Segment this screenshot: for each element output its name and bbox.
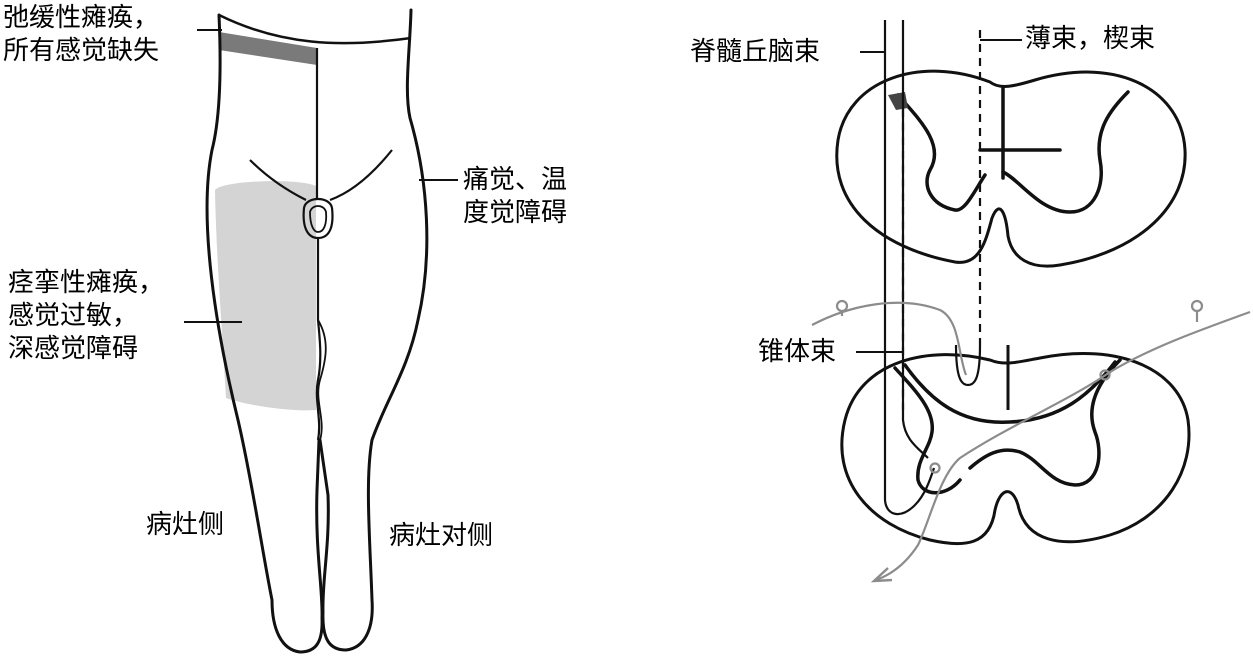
midline bbox=[315, 48, 322, 441]
right-leg-outline bbox=[318, 8, 429, 652]
label-flaccid-paralysis: 弛缓性瘫痪， 所有感觉缺失 bbox=[3, 2, 159, 68]
right-ganglion bbox=[1190, 299, 1204, 313]
label-spastic-line-3: 深感觉障碍 bbox=[8, 334, 139, 364]
upper-gray-matter-left bbox=[896, 93, 987, 212]
afferent-fibers bbox=[811, 299, 1251, 583]
groin-crease-left bbox=[249, 159, 307, 201]
label-pain-line-1: 痛觉、温 bbox=[463, 165, 568, 195]
waist-band bbox=[219, 32, 317, 65]
upper-cord-outline bbox=[835, 69, 1187, 268]
lesion-side-shading bbox=[215, 181, 316, 411]
tracts bbox=[883, 20, 982, 516]
inner-thigh-split bbox=[317, 319, 327, 441]
lower-gray-matter-right bbox=[968, 358, 1122, 487]
cord-leader-lines bbox=[856, 39, 1022, 353]
fiber-arrowhead bbox=[870, 567, 893, 583]
label-gracile-cuneate: 薄束，楔束 bbox=[1025, 24, 1156, 54]
dorsal-column-loop bbox=[954, 344, 982, 387]
label-pain-line-2: 度觉障碍 bbox=[463, 198, 568, 228]
legs-illustration bbox=[205, 8, 429, 654]
upper-gray-commissure bbox=[978, 86, 1062, 180]
label-spinothalamic-tract: 脊髓丘脑束 bbox=[690, 37, 821, 67]
label-pyramidal-tract: 锥体束 bbox=[758, 337, 837, 367]
label-spastic-paralysis: 痉挛性瘫痪， 感觉过敏， 深感觉障碍 bbox=[8, 267, 164, 366]
label-spastic-line-2: 感觉过敏， bbox=[8, 301, 139, 331]
lower-dorsal-horns bbox=[903, 360, 1117, 424]
genital-outline bbox=[302, 197, 334, 240]
left-ganglion bbox=[835, 299, 849, 313]
lower-gray-matter-left bbox=[893, 366, 962, 495]
cord-synapse-right bbox=[1099, 369, 1111, 381]
label-flaccid-line-1: 弛缓性瘫痪， bbox=[3, 3, 160, 33]
spinothalamic-tract-inner bbox=[901, 20, 929, 459]
leg-leader-lines bbox=[184, 29, 458, 323]
cord-synapse-left bbox=[929, 462, 941, 474]
lower-cord-outline bbox=[840, 352, 1191, 546]
right-afferent-fiber bbox=[875, 310, 1251, 582]
label-lesion-side: 病灶侧 bbox=[146, 510, 225, 540]
cord-lower-section bbox=[840, 345, 1191, 546]
label-opposite-side: 病灶对侧 bbox=[389, 521, 494, 551]
upper-gray-matter-right bbox=[1001, 90, 1130, 214]
genital-inner bbox=[309, 205, 328, 233]
label-flaccid-line-2: 所有感觉缺失 bbox=[3, 36, 160, 66]
label-spastic-line-1: 痉挛性瘫痪， bbox=[8, 268, 165, 298]
cord-upper-section bbox=[835, 69, 1187, 268]
waist-top-line bbox=[218, 13, 412, 45]
groin-crease-right bbox=[329, 149, 393, 202]
spinothalamic-tract-outer bbox=[883, 20, 936, 516]
label-pain-temperature: 痛觉、温 度觉障碍 bbox=[463, 164, 567, 230]
